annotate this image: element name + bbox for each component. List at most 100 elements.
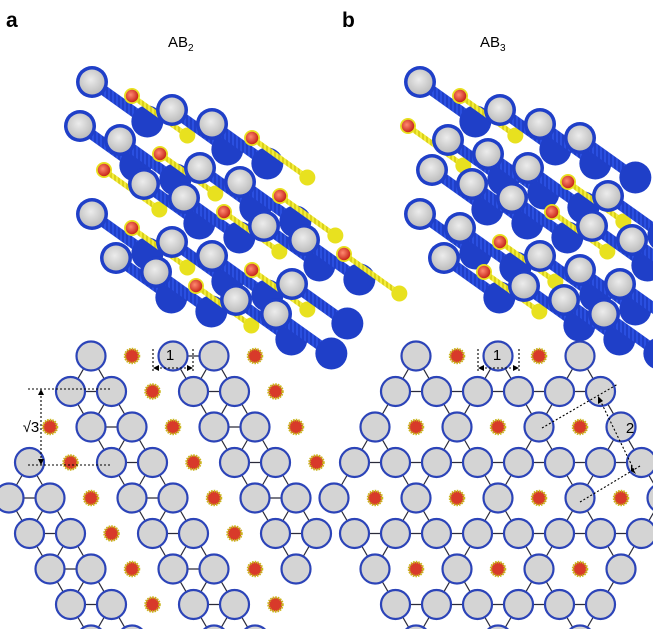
rod-face (487, 97, 513, 123)
large-particle (157, 340, 189, 372)
large-particle (404, 624, 428, 629)
rod-face (273, 189, 287, 203)
rod-back-cap (179, 259, 196, 276)
lattice-diagram-a (0, 340, 346, 629)
rod-back-cap (271, 243, 288, 260)
panel-title-b-main: AB (480, 34, 500, 51)
large-particle (625, 517, 653, 550)
rod-face (619, 227, 645, 253)
small-particle (246, 347, 264, 365)
large-particle (338, 446, 371, 479)
large-particle (75, 553, 107, 585)
rod-face (125, 89, 139, 103)
rod-face (189, 279, 203, 293)
rod-face (407, 201, 433, 227)
large-particle (13, 446, 46, 479)
large-particle (543, 517, 576, 550)
large-particle (523, 411, 555, 443)
large-particle (239, 411, 271, 443)
rod-face (431, 245, 457, 271)
rod-face (159, 97, 185, 123)
arrowhead-down-icon (631, 465, 636, 474)
large-particle (218, 446, 251, 479)
large-particle (75, 340, 107, 372)
arrowhead-left-icon (478, 365, 484, 371)
rod-face (67, 113, 93, 139)
rod-face (79, 69, 105, 95)
large-particle (198, 411, 230, 443)
rod-back-cap (243, 317, 260, 334)
large-rod (404, 66, 492, 138)
large-particle (441, 553, 473, 585)
large-particle (482, 482, 514, 514)
rod-face (545, 205, 559, 219)
rod-face (153, 147, 167, 161)
rod-face (401, 119, 415, 133)
rod-face (103, 245, 129, 271)
small-particle (530, 489, 548, 507)
large-rod (616, 224, 653, 262)
large-particle (54, 517, 87, 550)
large-rod (564, 122, 652, 194)
arrowhead-left-icon (153, 365, 159, 371)
large-particle (564, 482, 596, 514)
large-rod (76, 66, 164, 138)
large-particle (239, 482, 271, 514)
large-particle (379, 375, 412, 408)
large-particle (584, 517, 617, 550)
large-particle (259, 446, 292, 479)
rod-face (337, 247, 351, 261)
large-particle (0, 482, 25, 514)
large-particle (259, 517, 292, 550)
rod-face (245, 131, 259, 145)
rod-face (407, 69, 433, 95)
large-particle (54, 375, 87, 408)
large-particle (359, 553, 391, 585)
large-particle (441, 411, 473, 443)
rod-back-cap (299, 301, 316, 318)
rod-face (97, 163, 111, 177)
small-particle (366, 489, 384, 507)
large-particle (136, 517, 169, 550)
small-particle (123, 560, 141, 578)
large-rod (260, 298, 348, 370)
rod-face (131, 171, 157, 197)
large-particle (400, 340, 432, 372)
small-particle (571, 418, 589, 436)
large-particle (177, 517, 210, 550)
rod-face (527, 111, 553, 137)
spacing-label-1-b: 1 (493, 347, 501, 364)
rod-face (79, 201, 105, 227)
large-particle (95, 446, 128, 479)
rod-back-cap (251, 147, 284, 180)
large-particle (461, 375, 494, 408)
arrowhead-up-icon (38, 389, 44, 395)
small-rod (244, 130, 316, 186)
large-particle (34, 553, 66, 585)
spacing-label-1-a: 1 (166, 347, 174, 364)
large-particle (400, 482, 432, 514)
large-rod (428, 242, 516, 314)
dim-arrow-diagonal-b (599, 399, 635, 471)
large-particle (420, 517, 453, 550)
large-particle (461, 588, 494, 621)
rod-back-cap (531, 303, 548, 320)
small-particle (82, 489, 100, 507)
dimension-annotations-a: 1 √3 (23, 347, 194, 466)
large-particle (198, 340, 230, 372)
rod-face (567, 125, 593, 151)
rod-face (567, 257, 593, 283)
rod-render-a (64, 66, 408, 370)
lattice-diagram-b (318, 340, 653, 629)
rod-render-b (400, 66, 653, 369)
large-particle (502, 588, 535, 621)
small-particle (185, 454, 202, 471)
small-particle (489, 418, 507, 436)
large-particle (318, 482, 350, 514)
large-rod (604, 268, 653, 314)
large-particle (502, 517, 535, 550)
rod-back-cap (619, 161, 652, 194)
rod-face (217, 205, 231, 219)
small-rod (272, 188, 344, 244)
panel-title-b: AB3 (480, 34, 506, 54)
